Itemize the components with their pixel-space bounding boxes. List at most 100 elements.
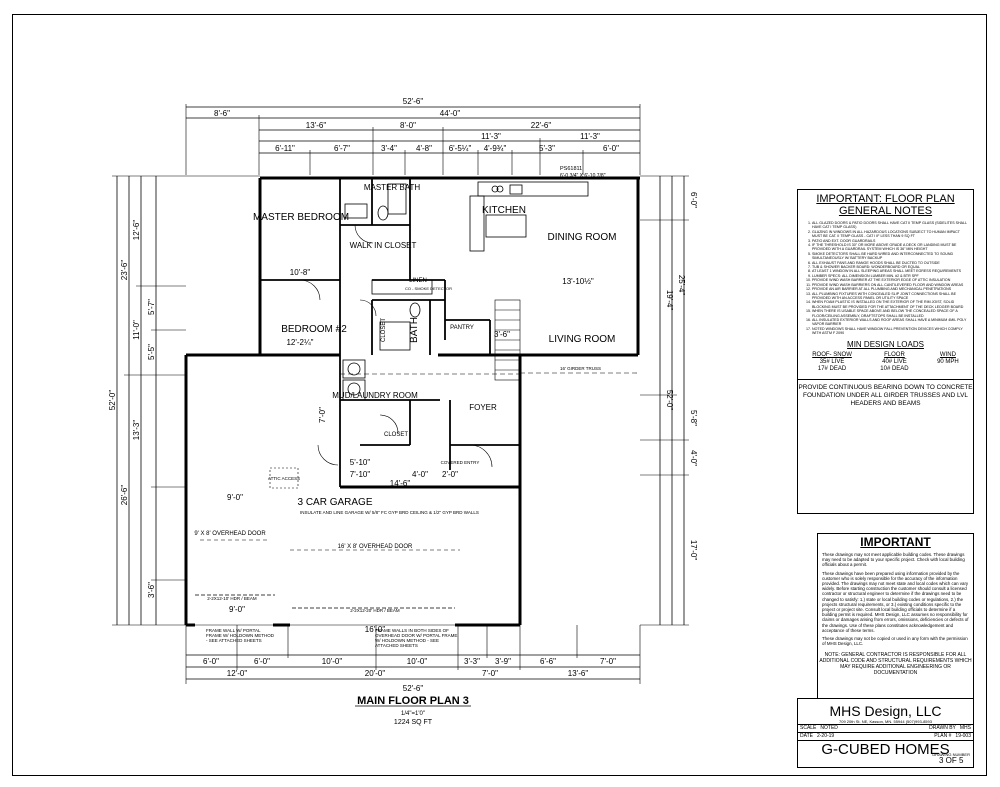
door-note-9x8: 9' X 8' OVERHEAD DOOR <box>194 531 266 537</box>
dim-right: 17'-0" <box>689 540 698 561</box>
bearing-note: PROVIDE CONTINUOUS BEARING DOWN TO CONCR… <box>798 378 973 408</box>
dim-top: 6'-7" <box>334 144 350 153</box>
room-bath: BATH <box>409 317 420 343</box>
design-load-v2: 10# DEAD <box>880 365 909 372</box>
dim-inner: 7'-0" <box>318 407 327 423</box>
dim-left: 11'-0" <box>132 320 141 340</box>
dim-top: 8'-0" <box>400 121 416 130</box>
room-living-room: LIVING ROOM <box>549 334 616 345</box>
attic-access-label: ATTIC ACCESS <box>268 476 300 481</box>
dim-left: 12'-6" <box>132 220 141 241</box>
general-note-item: NOTED WINDOWS SHALL HAVE WINDOW FALL PRE… <box>812 327 969 336</box>
title-row-1: SCALE NOTED DRAWN BY MHS <box>798 724 973 732</box>
dim-inner: 14'-6" <box>390 479 411 488</box>
scale-label: SCALE <box>800 725 817 731</box>
drawn-value: MHS <box>959 725 971 731</box>
room-garage: 3 CAR GARAGE <box>297 497 372 508</box>
drawn-label: DRAWN BY <box>929 725 956 731</box>
firm-address: 709 20th St. NE, Kasson, MN. 55944 (507)… <box>839 719 932 724</box>
design-load-v2: 17# DEAD <box>817 365 847 372</box>
dim-inner: 2'-0" <box>442 470 458 479</box>
plan-title: MAIN FLOOR PLAN 3 <box>357 695 469 707</box>
general-note-item: WHEN THERE IS USABLE SPACE ABOVE AND BEL… <box>812 309 969 318</box>
dim-inner: 13'-10½" <box>562 277 594 286</box>
dim-inner: 9'-0" <box>229 605 245 614</box>
general-note-item: PROVIDE AN AIR BARRIER AT ALL PLUMBING A… <box>812 287 969 291</box>
plan-value: 19-003 <box>955 733 971 739</box>
general-note-item: LUMBER SPECS: ALL DIMENSION LUMBER MIN. … <box>812 274 969 278</box>
dim-right: 19'-4" <box>665 290 674 311</box>
dim-left: 5'-7" <box>147 299 156 315</box>
dim-top: 44'-0" <box>440 109 461 118</box>
dim-top: 11'-3" <box>580 132 600 141</box>
plan-label: PLAN # <box>934 733 952 739</box>
room-walk-in-closet: WALK IN CLOSET <box>350 241 417 250</box>
dim-left: 3'-6" <box>147 582 156 598</box>
dim-top: 4'-8" <box>416 144 432 153</box>
general-note-item: PATIO AND EXT. DOOR GUARDRAILS <box>812 239 969 243</box>
dim-right: 25'-4" <box>677 275 686 296</box>
dim-right: 6'-0" <box>689 192 698 208</box>
sheet-value: 3 OF 5 <box>938 756 964 765</box>
dim-bottom: 3'-3" <box>464 657 480 666</box>
design-loads-title: MIN DESIGN LOADS <box>847 339 924 349</box>
dim-left: 23'-6" <box>120 260 129 281</box>
dim-right: 52'-0" <box>665 390 674 411</box>
room-master-bedroom: MASTER BEDROOM <box>253 212 349 223</box>
room-pantry: PANTRY <box>450 325 474 331</box>
design-load-v1: 90 MPH <box>937 358 959 365</box>
dim-top: 22'-6" <box>531 121 552 130</box>
date-label: DATE <box>800 733 813 739</box>
general-notes-title: IMPORTANT: FLOOR PLAN GENERAL NOTES <box>816 193 955 217</box>
contractor-note: NOTE: GENERAL CONTRACTOR IS RESPONSIBLE … <box>819 652 972 677</box>
dim-top: 8'-6" <box>214 109 230 118</box>
dim-bottom: 7'-0" <box>600 657 616 666</box>
frame-wall-note-left: FRAME WALL W/ PORTAL FRAME W/ HOLDOWN ME… <box>206 628 274 643</box>
title-row-2: DATE 2-20-19 PLAN # 19-003 <box>798 732 973 740</box>
design-load-head: WIND <box>939 351 956 358</box>
door-note-16x8: 16' X 8' OVERHEAD DOOR <box>338 544 413 550</box>
dim-bottom-overall: 52'-6" <box>403 684 424 693</box>
dim-right: 4'-0" <box>689 450 698 466</box>
sheet-number: DRAWING NUMBER 3 OF 5 <box>932 752 970 765</box>
ps-note: PS61811 <box>560 166 582 172</box>
room-kitchen: KITCHEN <box>482 205 526 216</box>
general-note-item: ALL PLUMBING FIXTURES WITH CONCEALED SLI… <box>812 292 969 301</box>
dim-bottom: 10'-0" <box>322 657 343 666</box>
dim-inner: 9'-0" <box>227 493 243 502</box>
date-value: 2-20-19 <box>816 733 835 739</box>
dim-top-overall: 52'-6" <box>403 97 424 106</box>
plan-area: 1224 SQ FT <box>394 719 433 726</box>
general-notes-panel: IMPORTANT: FLOOR PLAN GENERAL NOTES ALL … <box>797 189 974 514</box>
design-load-v1: 40# LIVE <box>882 358 907 365</box>
dim-top: 6'-11" <box>275 144 295 153</box>
project-name: G-CUBED HOMES <box>798 740 973 759</box>
design-load-head: ROOF- SNOW <box>812 351 852 358</box>
dim-top: 4'-9¾" <box>484 144 507 153</box>
dim-inner: 4'-0" <box>412 470 428 479</box>
general-note-item: IF THE THRESHOLD IS 30" OR MORE ABOVE GR… <box>812 243 969 252</box>
dim-bottom: 3'-9" <box>495 657 511 666</box>
dim-bottom: 12'-0" <box>227 669 248 678</box>
general-note-item: SMOKE DETECTORS SHALL BE HARD WIRED AND … <box>812 252 969 261</box>
room-mud-laundry: MUD/LAUNDRY ROOM <box>332 391 418 400</box>
important-title: IMPORTANT <box>860 535 931 549</box>
dim-inner: 16'-0" <box>365 625 386 634</box>
dim-top: 3'-4" <box>381 144 397 153</box>
dim-left: 13'-3" <box>132 420 141 441</box>
dim-bottom: 6'-0" <box>203 657 219 666</box>
general-note-item: TUB & SHOWER BACKER BOARD: WONDERBOARD O… <box>812 265 969 269</box>
room-linen: LINEN <box>409 278 427 284</box>
dim-top: 6'-5¼" <box>449 144 472 153</box>
general-note-item: ALL INSULATED EXTERIOR WALLS AND ROOF AR… <box>812 318 969 327</box>
general-notes-list: ALL GLAZED DOORS & PATIO DOORS SHALL HAV… <box>798 221 973 336</box>
dim-top: 5'-3" <box>539 144 555 153</box>
room-dining-room: DINING ROOM <box>548 232 617 243</box>
dim-bottom: 10'-0" <box>407 657 428 666</box>
dim-bottom: 13'-6" <box>568 669 589 678</box>
